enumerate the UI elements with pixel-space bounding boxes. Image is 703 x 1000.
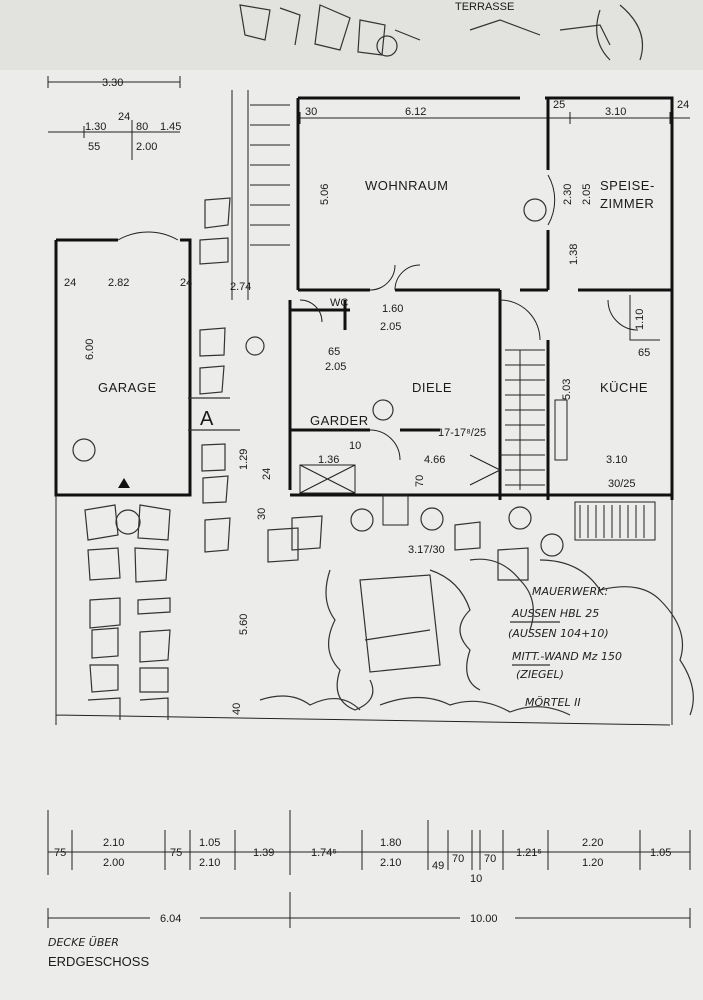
bdim-75a: 75 [54,847,66,859]
dim-wohnraum-width: 6.12 [405,106,426,118]
room-speise-line1: SPEISE- [600,178,655,193]
dim-130: 1.30 [85,121,106,133]
room-wohnraum: WOHNRAUM [365,178,448,193]
paper-fold-strip [0,0,703,70]
room-diele: DIELE [412,380,452,395]
caption-line1: DECKE ÜBER [48,936,119,949]
room-kueche: KÜCHE [600,380,648,395]
dim-30: 30 [305,106,317,118]
bdim-210c: 2.10 [380,857,401,869]
dim-garage-depth: 6.00 [84,339,96,360]
dim-200: 2.00 [136,141,157,153]
bdim-210a: 2.10 [103,837,124,849]
note-material: MAUERWERK: [532,585,608,598]
dim-110: 1.10 [634,309,646,330]
bdim-210b: 2.10 [199,857,220,869]
dim-560: 5.60 [238,614,250,635]
dim-230: 2.30 [562,184,574,205]
dim-wohnraum-depth: 5.06 [319,184,331,205]
note-underlines [510,621,560,666]
dim-205c: 2.05 [325,361,346,373]
bdim-120: 1.20 [582,857,603,869]
bdim-70b: 70 [484,853,496,865]
section-arrow [118,397,240,488]
note-ziegel: (ZIEGEL) [516,668,564,681]
bdim-49: 49 [432,860,444,872]
bdim-105: 1.05 [199,837,220,849]
circled-marks [72,35,564,557]
dim-kueche-depth: 5.03 [561,379,573,400]
bdim-10: 10 [470,873,482,885]
dim-3025: 30/25 [608,478,636,490]
dim-garage-inner: 2.82 [108,277,129,289]
dim-65-wc: 65 [328,346,340,358]
dim-145: 1.45 [160,121,181,133]
dim-205a: 2.05 [581,184,593,205]
dim-30-lower: 30 [256,508,268,520]
bdim-105b: 1.05 [650,847,671,859]
bdim-220: 2.20 [582,837,603,849]
dim-70: 70 [414,475,426,487]
dim-138: 1.38 [568,244,580,265]
bdim-1215: 1.21⁵ [516,847,542,859]
bdim-75b: 75 [170,847,182,859]
overall-left: 6.04 [160,913,181,925]
dim-40: 40 [231,703,243,715]
terrace-label: TERRASSE [455,1,514,13]
bdim-139: 1.39 [253,847,274,859]
dim-24-right: 24 [677,99,689,111]
bdim-180: 1.80 [380,837,401,849]
dim-24-garage-right: 24 [180,277,192,289]
dim-25: 25 [553,99,565,111]
room-garage: GARAGE [98,380,157,395]
dim-274: 2.74 [230,281,251,293]
dim-55: 55 [88,141,100,153]
overall-right: 10.00 [470,913,498,925]
note-aussen-detail: (AUSSEN 104+10) [508,627,609,640]
top-dimension-lines [47,76,690,160]
dim-310-kueche: 3.10 [606,454,627,466]
bdim-1745: 1.74⁵ [311,847,337,859]
dim-24-top: 24 [118,111,130,123]
bdim-70a: 70 [452,853,464,865]
note-aussen: AUSSEN HBL 25 [511,607,599,620]
dim-317: 3.17/30 [408,544,445,556]
stair-rise: 17-17⁸/25 [438,427,486,439]
note-moertel: MÖRTEL II [525,696,581,709]
room-speise-line2: ZIMMER [600,196,654,211]
building-walls [54,90,674,726]
dim-24-garage-left: 24 [64,277,76,289]
dim-garage-width: 3.30 [102,77,123,89]
dim-speise-width: 3.10 [605,106,626,118]
caption-line2: ERDGESCHOSS [48,954,149,969]
dim-10: 10 [349,440,361,452]
dim-80: 80 [136,121,148,133]
paving-stones [84,197,529,720]
room-garderobe: GARDER [310,413,369,428]
dim-136: 1.36 [318,454,339,466]
dim-205b: 2.05 [380,321,401,333]
dim-466: 4.66 [424,454,445,466]
bdim-200: 2.00 [103,857,124,869]
room-wc: WC [330,297,348,309]
dim-160: 1.60 [382,303,403,315]
shrubs [259,558,694,716]
dim-24-garder: 24 [261,468,273,480]
dim-65-kueche: 65 [638,347,650,359]
dim-129: 1.29 [238,449,250,470]
section-marker-a: A [200,408,214,430]
note-mitt-wand: MITT.-WAND Mz 150 [512,650,622,663]
